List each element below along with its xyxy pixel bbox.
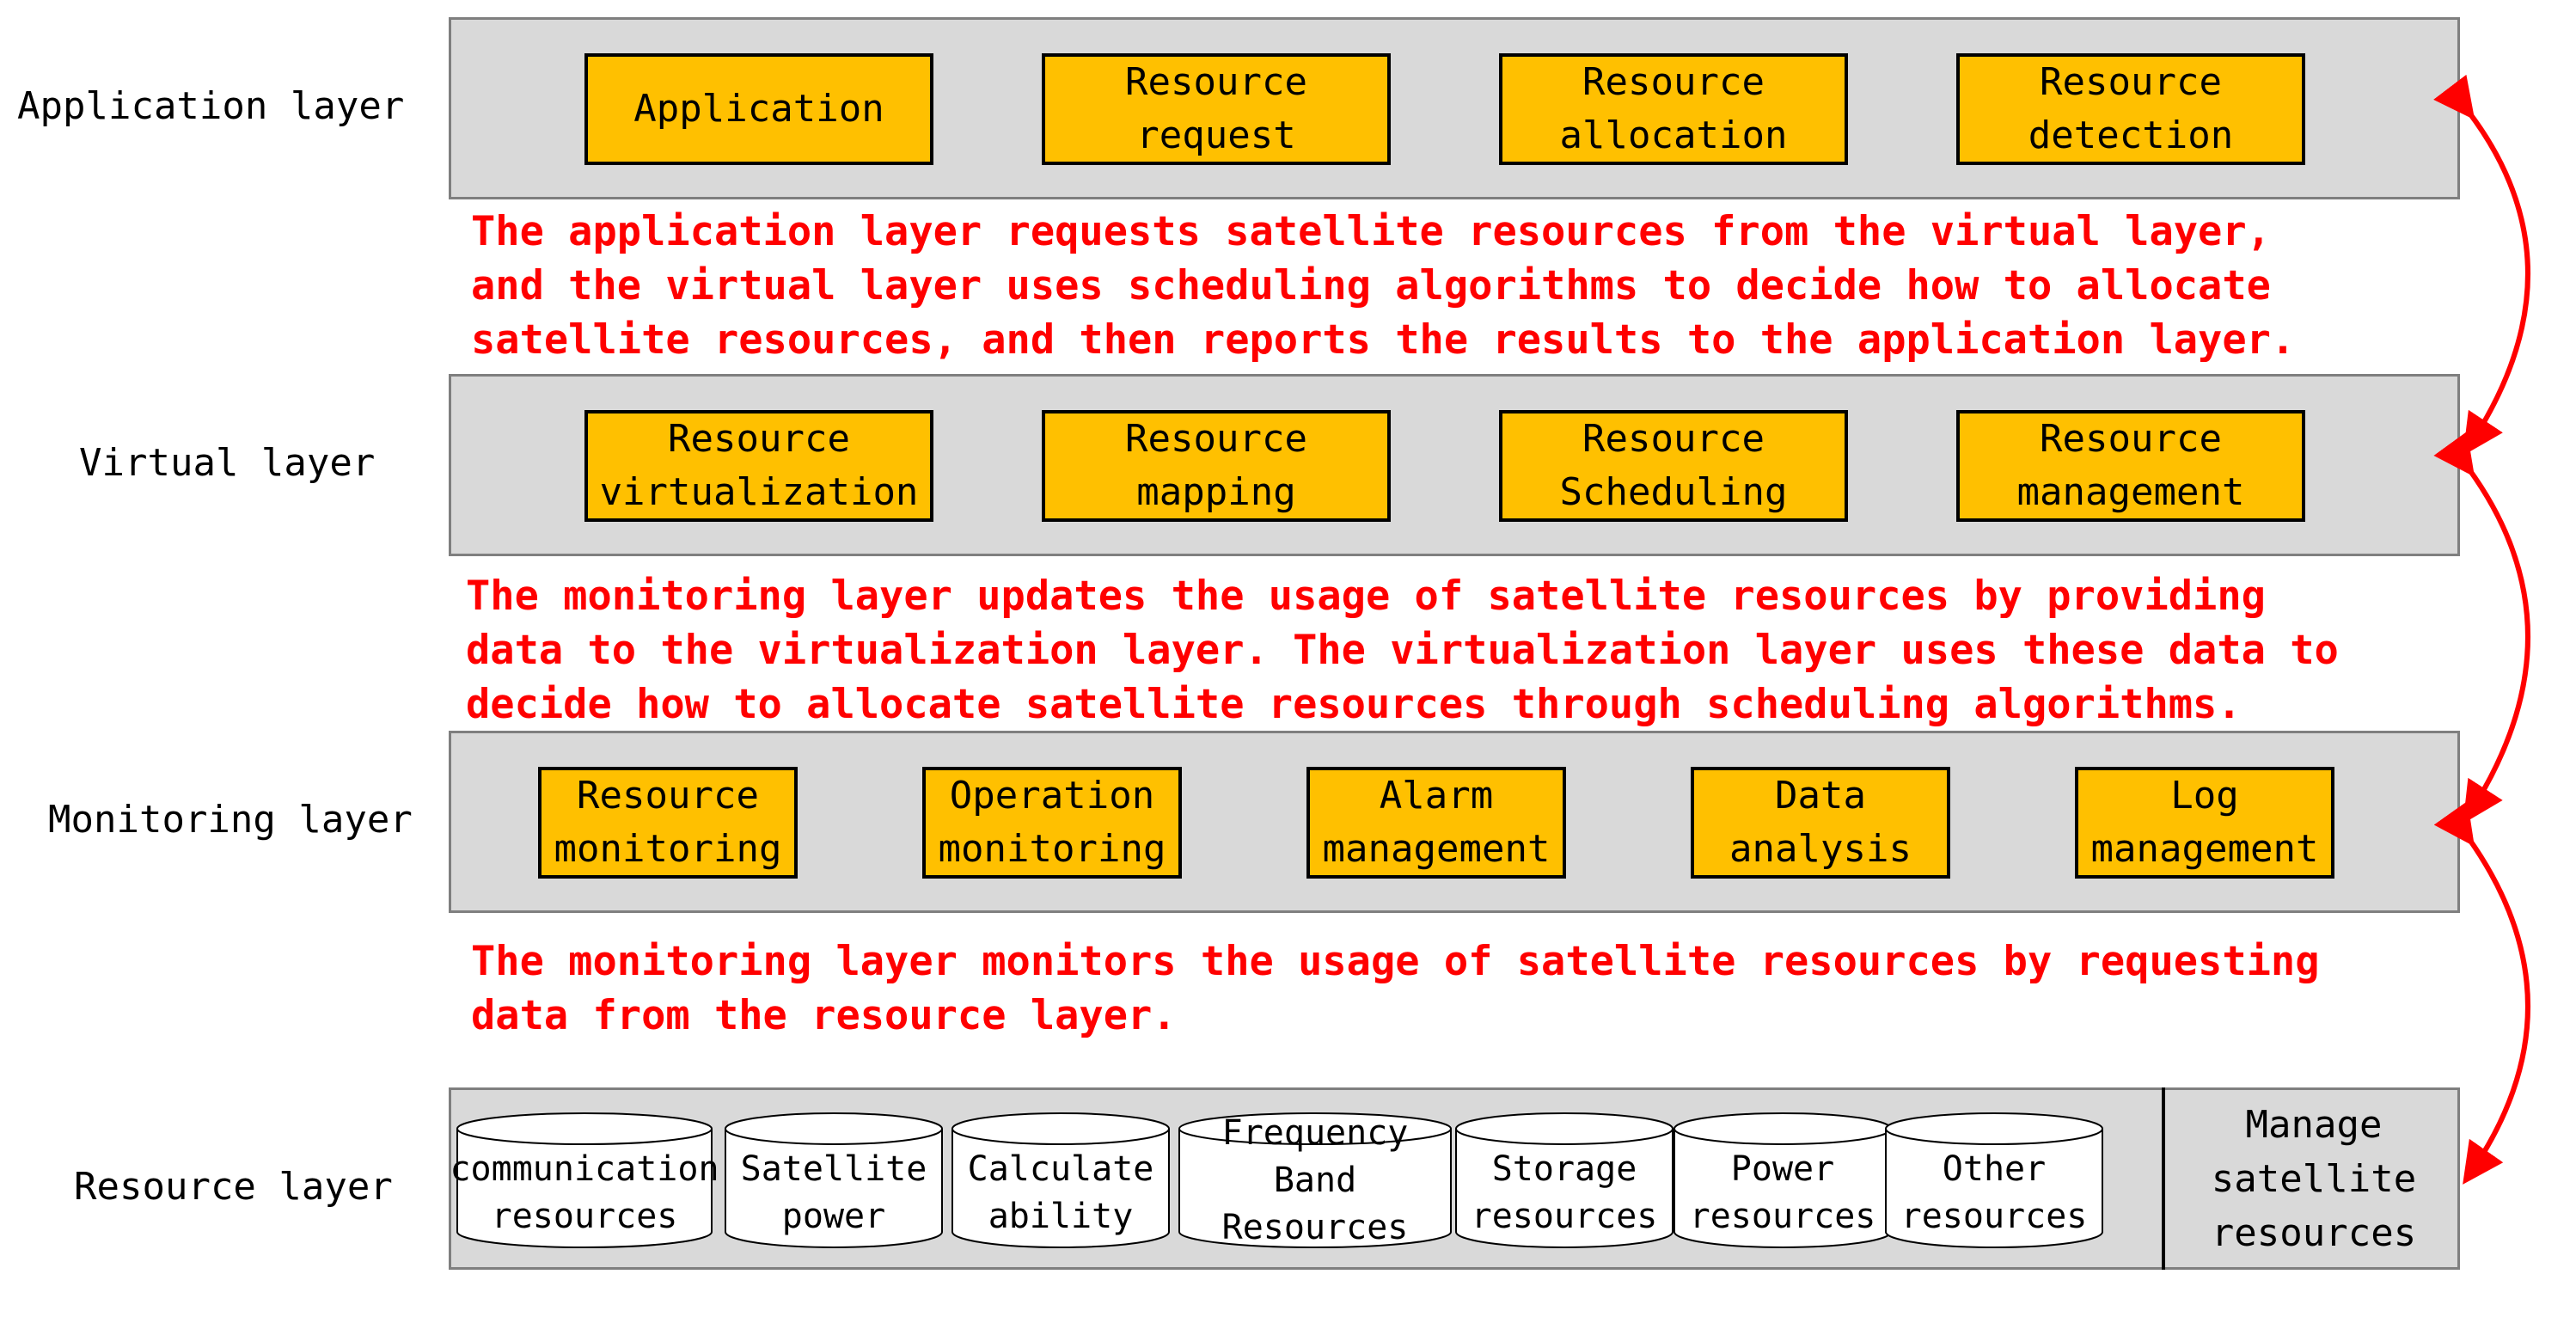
arrow-monitoring-resource (2433, 800, 2530, 1185)
note-virtual-monitoring: The monitoring layer updates the usage o… (466, 573, 2339, 728)
storage-resources-cylinder: Storage resources (1454, 1112, 1674, 1249)
virtual-layer-label: Virtual layer (79, 441, 376, 485)
satellite-power-label: Satellite power (740, 1149, 927, 1236)
arrow-application-virtual (2433, 74, 2530, 456)
communication-resources-cylinder: communication resources (450, 1112, 719, 1249)
arrow-virtual-monitoring (2433, 431, 2530, 824)
calculate-ability-label: Calculate ability (967, 1149, 1154, 1236)
resource-allocation-box: Resource allocation (1499, 53, 1848, 165)
power-resources-cylinder: Power resources (1673, 1112, 1893, 1249)
resource-virtualization-box: Resource virtualization (584, 410, 933, 522)
calculate-ability-cylinder: Calculate ability (951, 1112, 1171, 1249)
resource-layer-label: Resource layer (74, 1165, 393, 1209)
resource-mapping-box: Resource mapping (1042, 410, 1391, 522)
application-layer-label: Application layer (17, 84, 405, 128)
alarm-management-box: Alarm management (1306, 767, 1566, 879)
storage-resources-label: Storage resources (1471, 1149, 1658, 1236)
frequency-band-resources-cylinder: Frequency Band Resources (1178, 1112, 1453, 1249)
note-application-virtual: The application layer requests satellite… (471, 208, 2296, 364)
frequency-band-resources-label: Frequency Band Resources (1221, 1112, 1409, 1247)
data-analysis-box: Data analysis (1691, 767, 1950, 879)
operation-monitoring-box: Operation monitoring (922, 767, 1182, 879)
resource-scheduling-box: Resource Scheduling (1499, 410, 1848, 522)
monitoring-layer-label: Monitoring layer (48, 798, 413, 842)
resource-management-box: Resource management (1956, 410, 2305, 522)
manage-satellite-resources-label: Manage satellite resources (2211, 1102, 2417, 1255)
resource-request-box: Resource request (1042, 53, 1391, 165)
satellite-power-cylinder: Satellite power (724, 1112, 944, 1249)
other-resources-label: Other resources (1900, 1149, 2088, 1236)
resource-detection-box: Resource detection (1956, 53, 2305, 165)
application-box: Application (584, 53, 933, 165)
power-resources-label: Power resources (1689, 1149, 1876, 1236)
resource-monitoring-box: Resource monitoring (538, 767, 798, 879)
resource-layer-divider (2162, 1087, 2165, 1270)
communication-resources-label: communication resources (450, 1149, 719, 1236)
other-resources-cylinder: Other resources (1884, 1112, 2104, 1249)
log-management-box: Log management (2075, 767, 2334, 879)
note-monitoring-resource: The monitoring layer monitors the usage … (471, 938, 2320, 1039)
